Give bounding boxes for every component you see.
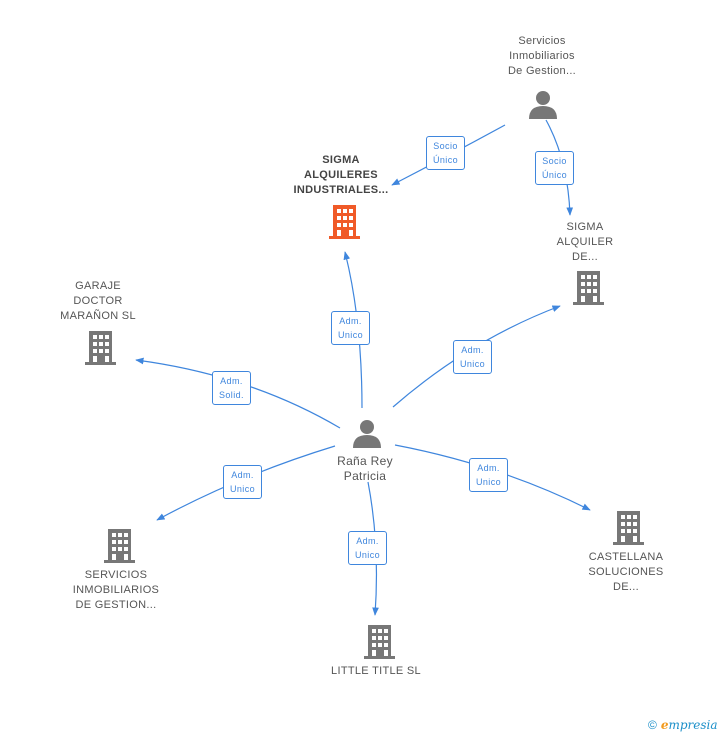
building-icon[interactable] <box>364 625 395 659</box>
node-label-servicios-bottom[interactable]: SERVICIOS INMOBILIARIOS DE GESTION... <box>72 569 160 611</box>
copyright-symbol: © <box>648 718 657 732</box>
person-icon[interactable] <box>528 89 558 119</box>
building-icon-focus[interactable] <box>329 205 360 239</box>
building-icon[interactable] <box>613 511 644 545</box>
brand-logo: empresia <box>660 718 718 732</box>
node-label-servicios-top[interactable]: Servicios Inmobiliarios De Gestion... <box>507 35 577 77</box>
edge-label-socio-unico: Socio Único <box>535 151 575 185</box>
footer-brand[interactable]: ©empresia <box>648 718 718 732</box>
edge-label-adm-unico: Adm. Unico <box>223 465 263 499</box>
edge-label-adm-unico: Adm. Unico <box>348 531 388 565</box>
building-icon[interactable] <box>85 331 116 365</box>
building-icon[interactable] <box>573 271 604 305</box>
edge-label-socio-unico: Socio Único <box>426 136 466 170</box>
building-icon[interactable] <box>104 529 135 563</box>
node-label-castellana[interactable]: CASTELLANA SOLUCIONES DE... <box>588 551 664 593</box>
node-label-garaje[interactable]: GARAJE DOCTOR MARAÑON SL <box>60 280 136 322</box>
edge-label-adm-unico: Adm. Unico <box>469 458 509 492</box>
edge-label-adm-unico: Adm. Unico <box>331 311 371 345</box>
edge-label-adm-solid: Adm. Solid. <box>212 371 251 405</box>
edge-label-adm-unico: Adm. Unico <box>453 340 493 374</box>
person-icon[interactable] <box>352 418 382 448</box>
node-label-little-title[interactable]: LITTLE TITLE SL <box>331 665 421 677</box>
node-label-sigma-alquiler[interactable]: SIGMA ALQUILER DE... <box>556 221 614 263</box>
node-label-center-person[interactable]: Raña Rey Patricia <box>337 454 393 483</box>
node-label-sigma-alquileres[interactable]: SIGMA ALQUILERES INDUSTRIALES... <box>293 154 389 196</box>
